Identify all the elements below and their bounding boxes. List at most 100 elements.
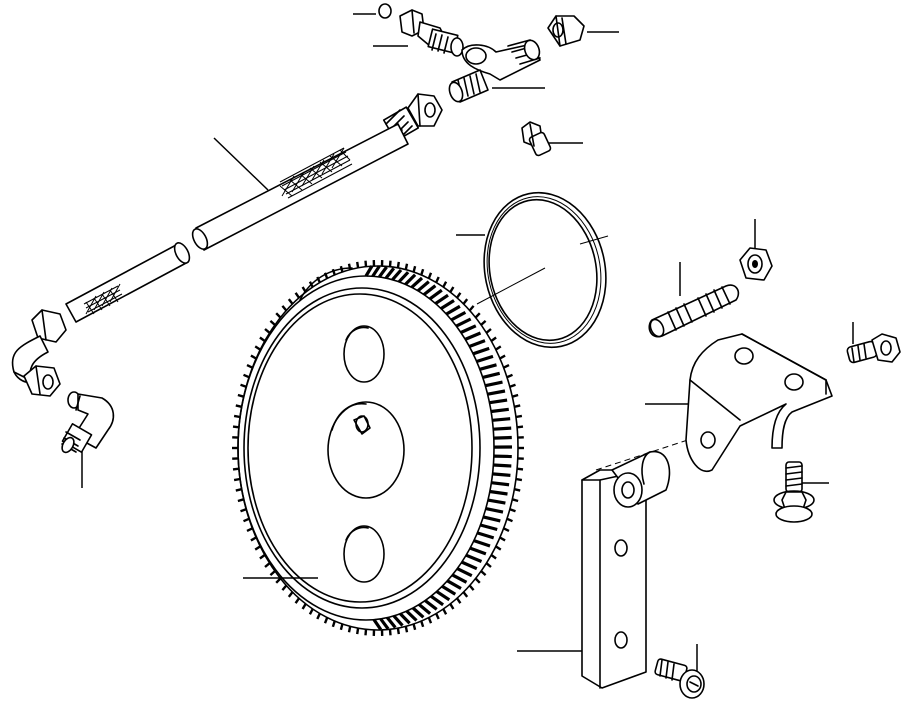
support-plate [581,450,671,689]
gear-tooth [233,414,241,419]
gear-tooth [456,597,462,604]
gear-tooth [294,597,300,604]
gear-tooth [281,584,288,591]
gear-tooth [243,517,250,523]
gear-tooth-face [479,363,497,371]
fuel-hose [11,93,443,397]
gear-tooth [435,613,440,620]
gear-tooth [435,276,440,283]
gear-tooth-face [424,599,438,611]
flywheel-center-bore [327,401,405,499]
gear-tooth [514,404,521,408]
gear-tooth [503,527,510,532]
gear-tooth-face [430,594,445,607]
gear-tooth-face [371,265,381,278]
gear-tooth [235,488,242,492]
gear-tooth [246,527,253,532]
gear-tooth [490,336,497,342]
gear-tooth-face [485,507,504,514]
gear-tooth [442,608,448,615]
gear-tooth [474,312,481,319]
gear-tooth [420,620,425,628]
gear-tooth-face [364,265,374,277]
gear-tooth-face [416,280,430,293]
gear-tooth [316,613,321,620]
gear-tooth [240,383,247,388]
gear-tooth [427,272,433,279]
gear-tooth [264,328,271,334]
gear-tooth [449,603,455,610]
gear-tooth [308,608,314,615]
gear-tooth [356,261,360,269]
o-ring-large [483,191,607,349]
gear-tooth [269,320,276,326]
gear-tooth-face [384,267,396,280]
gear-tooth [287,591,294,598]
gear-tooth [259,336,266,342]
gear-tooth [412,623,417,631]
gear-tooth [331,620,336,628]
gear-tooth-face [493,435,512,440]
gear-tooth [503,364,510,369]
gear-tooth [442,281,448,288]
gear-tooth [356,627,360,635]
flywheel-hole-lower [343,525,385,583]
hose-fitting [399,9,464,57]
gear-tooth-face [460,324,477,334]
gear-tooth-face [386,616,397,629]
gear-tooth [509,508,516,513]
gear-tooth [499,354,506,360]
gear-tooth [243,373,250,379]
gear-tooth-face [484,380,503,388]
flange-bolt [773,461,815,523]
gear-teeth-inner [364,265,513,631]
gear-tooth [388,629,392,636]
gear-tooth [412,265,417,273]
gear-tooth [250,354,257,360]
gear-tooth-face [392,614,404,627]
gear-tooth [462,591,469,598]
gear-tooth [254,345,261,351]
gear-tooth-face [487,498,506,505]
elbow-fitting [61,391,115,454]
bolt-lower [654,658,705,699]
gear-tooth [468,305,475,312]
stud [648,284,740,338]
gear-tooth-face [435,590,451,602]
gear-tooth [259,554,266,560]
hose-braid-lower [83,283,123,315]
hose-braid [279,147,353,199]
gear-tooth-face [482,371,501,379]
gear-tooth-face [489,489,508,496]
gear-tooth-face [493,426,512,431]
banjo-tee [448,39,541,103]
gear-tooth [515,477,523,482]
gear-tooth [480,570,487,576]
gear-tooth-face [489,398,508,405]
gear-tooth-face [491,481,510,487]
gear-tooth [232,467,240,471]
gear-tooth-face [476,354,494,364]
gear-tooth [485,562,492,568]
gear-tooth-face [428,288,443,301]
gear-tooth [474,577,481,584]
gear-tooth-face [399,612,411,625]
gear-tooth [511,498,519,503]
gear-tooth [323,617,329,624]
gear-tooth [506,517,513,523]
gear-tooth-face [455,317,472,328]
gear-tooth-face [391,268,403,281]
gear-tooth [364,260,368,267]
nut [739,247,773,281]
gear-tooth [294,292,300,299]
gear-tooth-face [468,339,486,348]
gear-tooth-face [487,389,506,396]
gear-tooth [404,263,409,270]
gear-tooth [301,603,307,610]
gear-tooth-face [465,553,483,563]
gear-tooth-face [472,346,490,356]
gear-tooth-face [378,266,388,278]
gear-tooth [237,498,245,503]
